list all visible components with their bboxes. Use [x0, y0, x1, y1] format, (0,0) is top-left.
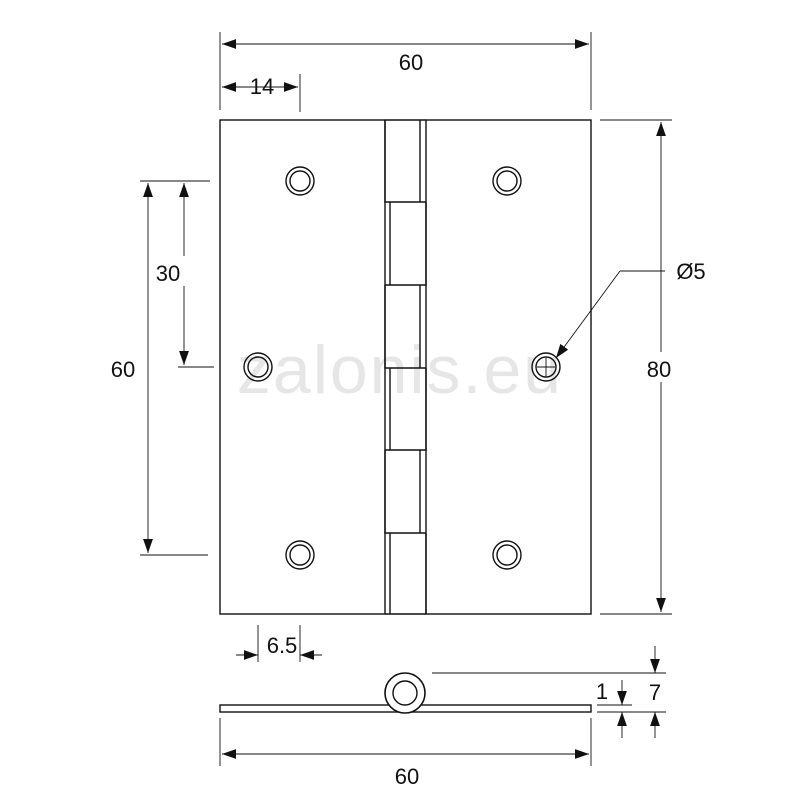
dim-overall-width-top: 60: [219, 32, 592, 110]
knuckle-outer: [384, 672, 426, 714]
hinge-front-view: [219, 119, 592, 615]
dim-label: Ø5: [676, 259, 705, 284]
dim-label: 60: [399, 50, 423, 75]
screw-hole: [492, 166, 522, 196]
dim-label: 1: [596, 679, 608, 704]
screw-hole: [285, 540, 315, 570]
screw-hole-dimensioned: [531, 352, 561, 382]
dim-hole-offset: 14: [222, 74, 301, 112]
dim-label: 14: [250, 74, 274, 99]
screw-hole: [285, 166, 315, 196]
right-leaf: [425, 119, 592, 615]
knuckle-pin: [392, 680, 418, 706]
dim-label: 30: [156, 261, 180, 286]
knuckle-strip: [384, 119, 427, 615]
dim-thickness: 1 7: [432, 646, 666, 738]
dim-knuckle-width: 6.5: [236, 625, 322, 662]
watermark-text: zalonis.eu: [237, 332, 563, 408]
dim-overall-width-bottom: 60: [219, 718, 592, 789]
dim-hole-diameter: Ø5: [555, 259, 706, 359]
dim-label: 6.5: [267, 633, 298, 658]
dim-label: 7: [649, 680, 661, 705]
dim-height: 80: [600, 119, 684, 615]
dim-label: 80: [647, 357, 671, 382]
hinge-side-view: [219, 672, 592, 714]
screw-hole: [243, 352, 273, 382]
screw-hole: [492, 540, 522, 570]
dim-label: 60: [395, 764, 419, 789]
dim-label: 60: [111, 357, 135, 382]
dim-hole-span: 60: [103, 180, 208, 556]
dim-hole-pitch: 30: [150, 180, 214, 368]
